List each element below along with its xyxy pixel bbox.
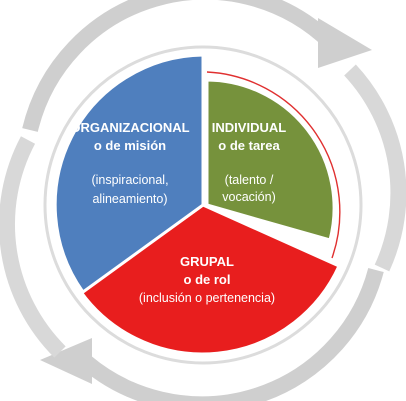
grupal-subtitle: o de rol [184, 272, 231, 287]
organizacional-note-line2: alineamiento) [92, 192, 167, 206]
organizacional-label: ORGANIZACIONAL o de misión (inspiraciona… [70, 120, 189, 206]
ring-arrow-left-arc [0, 136, 66, 358]
organizacional-subtitle: o de misión [94, 138, 166, 153]
ring-arrow-bottom-arc [80, 267, 384, 401]
individual-note-line2: vocación) [222, 190, 276, 204]
individual-title: INDIVIDUAL [212, 120, 286, 135]
organizacional-title: ORGANIZACIONAL [70, 120, 189, 135]
ring-arrow-top-arc [22, 0, 336, 132]
inner-ring [43, 45, 363, 365]
individual-subtitle: o de tarea [218, 138, 280, 153]
grupal-note-line1: (inclusión o pertenencia) [139, 291, 275, 305]
segment-organizacional [53, 53, 205, 295]
organizacional-note-line1: (inspiracional, [91, 173, 168, 187]
grupal-label: GRUPAL o de rol (inclusión o pertenencia… [139, 254, 275, 305]
segment-grupal [78, 203, 341, 356]
ring-arrow-right-arc [344, 64, 406, 272]
ring-arrow-top-head-icon [318, 18, 372, 68]
ring-arrow-bottom-head-icon [40, 338, 92, 384]
individual-label: INDIVIDUAL o de tarea (talento / vocació… [212, 120, 286, 204]
grupal-outline-arc [206, 71, 341, 259]
segment-individual [205, 78, 336, 242]
grupal-title: GRUPAL [180, 254, 234, 269]
individual-note-line1: (talento / [225, 173, 274, 187]
